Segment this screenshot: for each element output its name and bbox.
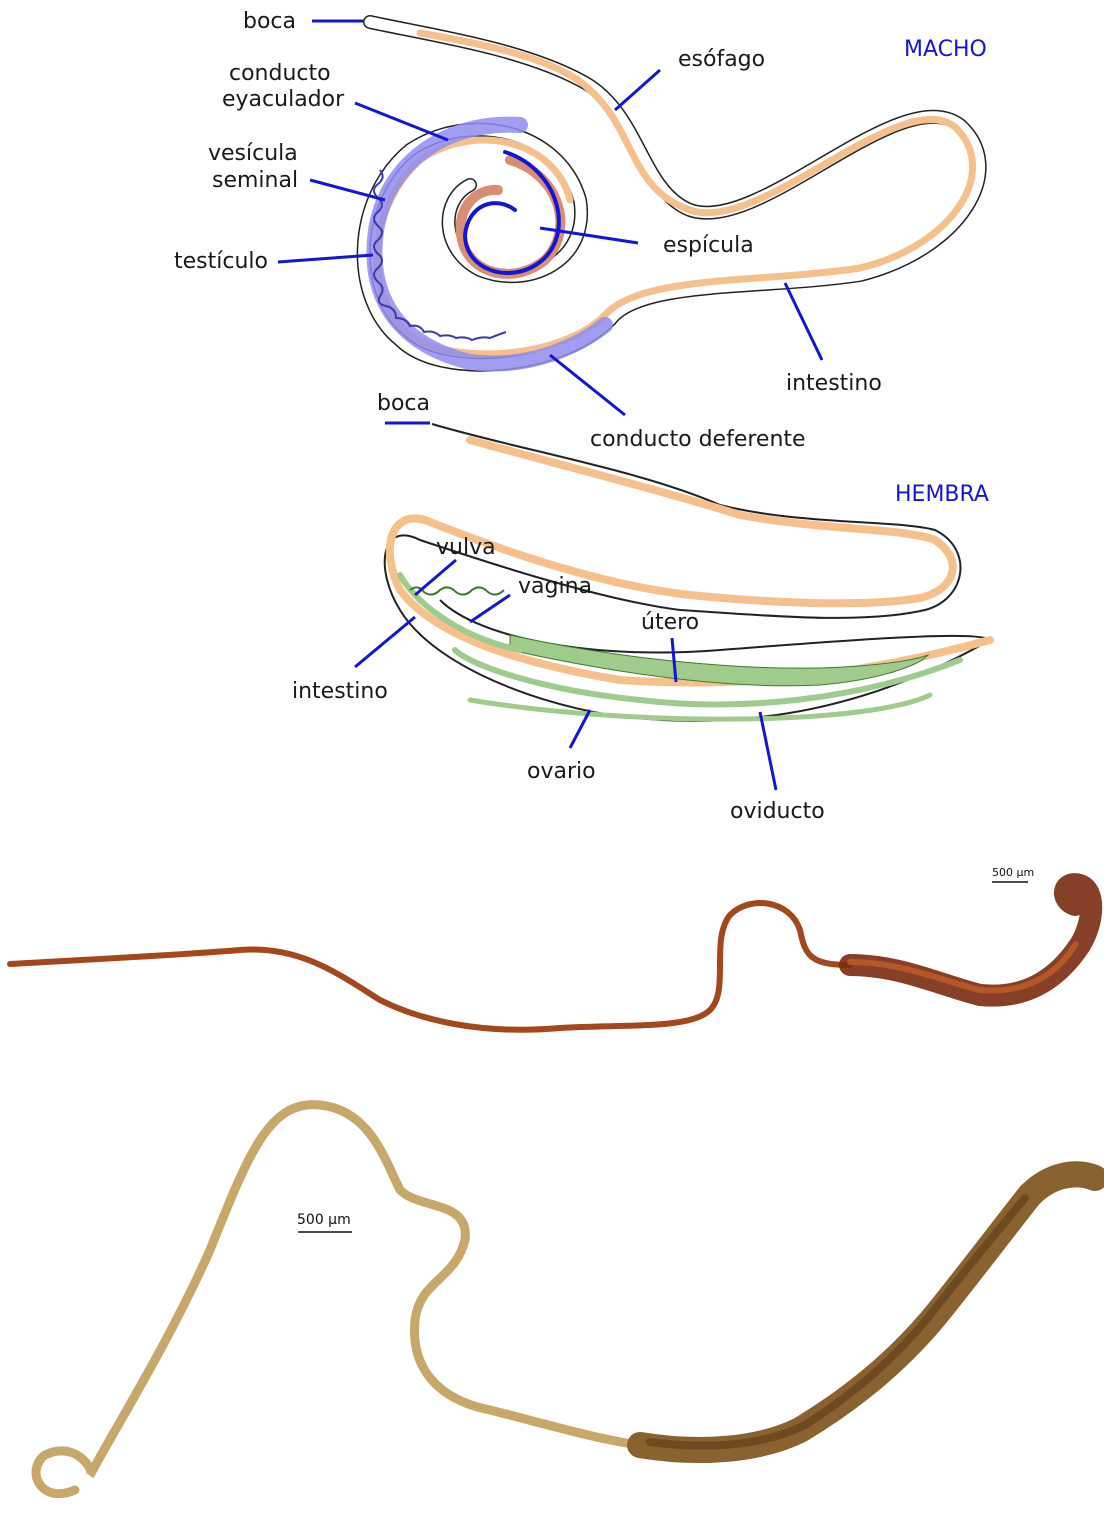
label-hembra: HEMBRA — [895, 482, 989, 507]
label-oviducto: oviducto — [730, 799, 825, 824]
male-photo-body-thin — [10, 903, 850, 1030]
label-vesicula-line1: vesícula — [208, 141, 298, 166]
female-uterus — [510, 635, 928, 686]
label-utero: útero — [641, 610, 699, 635]
male-worm-diagram — [364, 22, 980, 365]
label-vulva: vulva — [436, 535, 496, 560]
female-worm-photo: 500 µm — [36, 1105, 1095, 1494]
female-scale-label: 500 µm — [297, 1212, 351, 1228]
female-photo-body-thick — [640, 1174, 1095, 1450]
female-labels: boca vulva vagina útero intestino ovario… — [292, 391, 989, 824]
label-conducto-eyaculador-line1: conducto — [229, 61, 331, 86]
label-conducto-eyaculador-line2: eyaculador — [222, 87, 345, 112]
label-boca-male: boca — [243, 9, 296, 34]
female-photo-body-thin — [36, 1105, 640, 1494]
male-scale-label: 500 µm — [992, 866, 1034, 879]
male-photo-body-thick — [850, 884, 1091, 995]
label-intestino-female: intestino — [292, 679, 388, 704]
label-conducto-deferente: conducto deferente — [590, 427, 806, 452]
label-intestino-male: intestino — [786, 371, 882, 396]
label-boca-female: boca — [377, 391, 430, 416]
label-vagina: vagina — [518, 574, 592, 599]
label-ovario: ovario — [527, 759, 596, 784]
male-body-fill — [364, 22, 980, 365]
male-pointer-lines — [278, 21, 822, 415]
female-worm-diagram — [385, 424, 990, 721]
label-testiculo: testículo — [174, 249, 268, 274]
label-vesicula-line2: seminal — [212, 168, 298, 193]
label-macho: MACHO — [904, 37, 987, 62]
male-worm-photo: 500 µm — [10, 866, 1091, 1030]
label-espicula: espícula — [663, 233, 754, 258]
female-intestine — [390, 440, 990, 683]
label-esofago: esófago — [678, 47, 765, 72]
